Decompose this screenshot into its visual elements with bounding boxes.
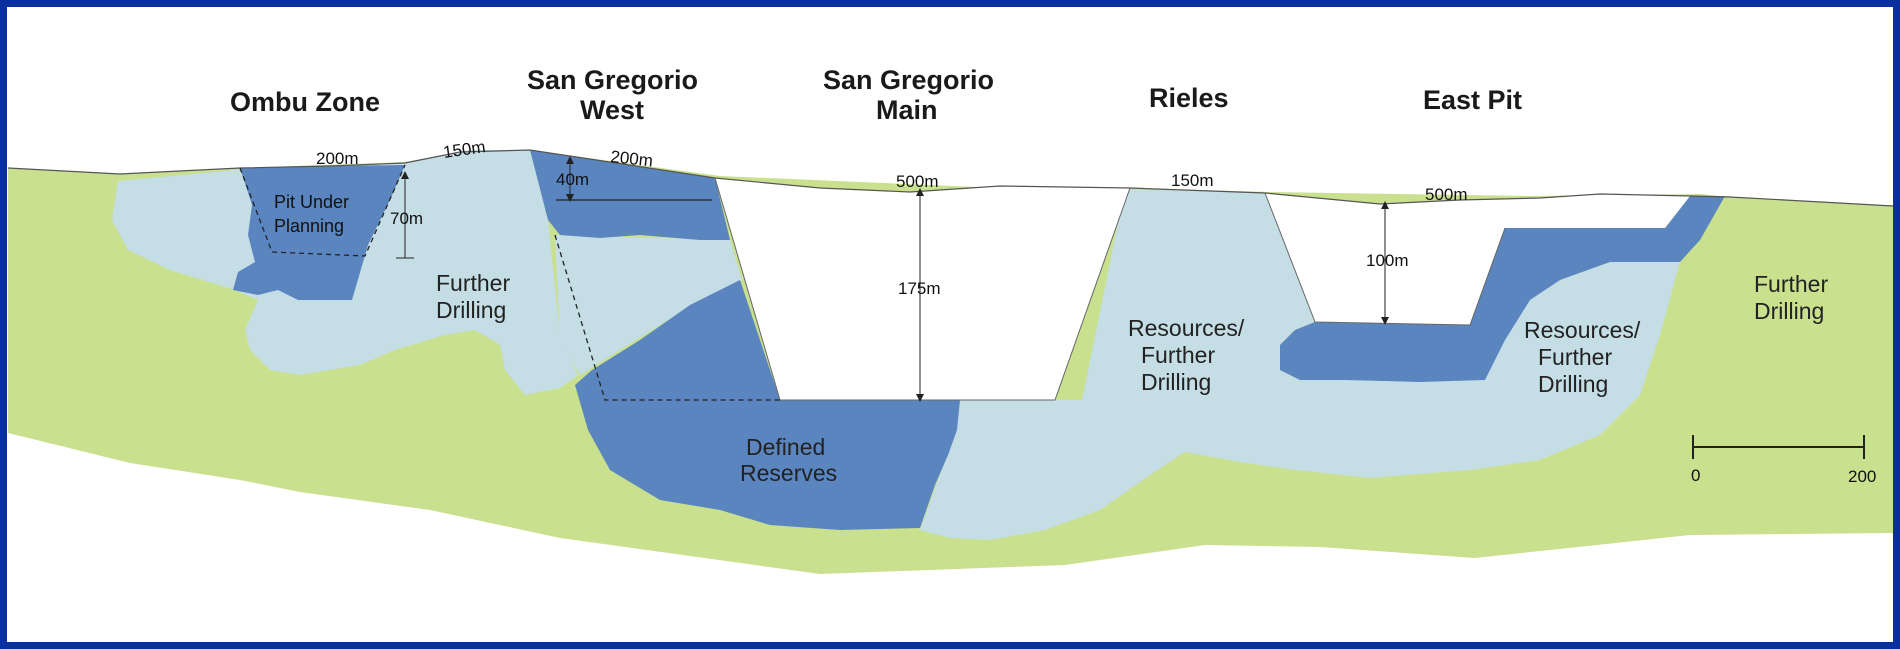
sgw-reserves-zone [530, 150, 730, 240]
east-depth-label: 100m [1366, 251, 1409, 270]
sgw-width-label: 200m [610, 147, 654, 170]
defined-reserves-label-2: Reserves [740, 460, 837, 486]
defined-reserves-label-1: Defined [746, 434, 825, 460]
resources-east-label-3: Drilling [1538, 371, 1608, 397]
defined-reserves-zone [575, 280, 960, 530]
sgm-width-label: 500m [896, 172, 939, 191]
east-pit-void [1265, 193, 1690, 325]
resources-east-label-2: Further [1538, 344, 1612, 370]
zone-title-sgw-line1: San Gregorio [527, 65, 698, 95]
east-width-label: 500m [1425, 185, 1468, 204]
zone-title-sgm-line2: Main [876, 95, 938, 125]
sgw-pit-dashed-outline [554, 234, 780, 401]
resources-east-label-1: Resources/ [1524, 317, 1641, 343]
ombu-width-label: 200m [316, 149, 359, 168]
east-pit-outline [1264, 192, 1506, 326]
surface-line [7, 149, 1893, 207]
resources-mid-label-3: Drilling [1141, 369, 1211, 395]
gap-sgm-rieles-label: 150m [1171, 171, 1214, 190]
scale-bar: 0 200 [1691, 435, 1876, 486]
ombu-pit-dashed-outline [239, 164, 406, 257]
further-drilling-right-label-1: Further [1754, 271, 1828, 297]
ombu-depth-label: 70m [390, 209, 423, 228]
zone-title-east-pit: East Pit [1423, 85, 1522, 115]
scale-bar-max: 200 [1848, 467, 1876, 486]
further-drilling-right-label-2: Drilling [1754, 298, 1824, 324]
zone-title-sgw-line2: West [580, 95, 644, 125]
resources-mid-label-2: Further [1141, 342, 1215, 368]
zone-title-sgm-line1: San Gregorio [823, 65, 994, 95]
resources-light-zone [920, 189, 1680, 540]
zone-title-ombu: Ombu Zone [230, 87, 380, 117]
zone-title-rieles: Rieles [1149, 83, 1229, 113]
further-drilling-left-label-1: Further [436, 270, 510, 296]
sgm-depth-label: 175m [898, 279, 941, 298]
pit-under-planning-zone [233, 165, 405, 300]
pit-under-planning-label-1: Pit Under [274, 192, 349, 212]
sgw-light-zone [555, 235, 742, 375]
pit-under-planning-label-2: Planning [274, 216, 344, 236]
sgw-depth-label: 40m [556, 170, 589, 189]
further-drilling-left-label-2: Drilling [436, 297, 506, 323]
east-pit-reserves-floor [1280, 196, 1725, 382]
scale-bar-min: 0 [1691, 466, 1700, 485]
resources-mid-label-1: Resources/ [1128, 315, 1245, 341]
